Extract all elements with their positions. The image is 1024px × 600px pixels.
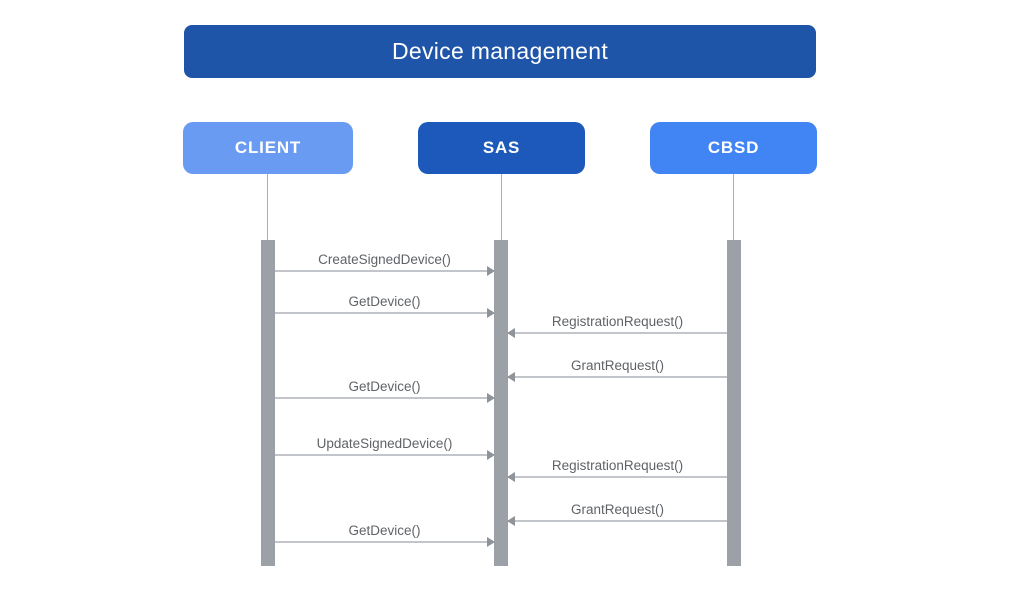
actor-box-cbsd: CBSD <box>650 122 817 174</box>
message-arrow <box>275 450 495 460</box>
activation-bar-cbsd <box>727 240 741 566</box>
arrowhead-right-icon <box>487 450 495 460</box>
actor-label-sas: SAS <box>482 138 521 157</box>
message-label: RegistrationRequest() <box>551 314 684 329</box>
actor-box-sas: SAS <box>418 122 585 174</box>
lifeline-client <box>267 174 268 240</box>
actor-box-client: CLIENT <box>183 122 353 174</box>
message-label: GetDevice() <box>348 294 421 309</box>
message-label: CreateSignedDevice() <box>318 252 451 267</box>
message-label: GetDevice() <box>348 523 421 538</box>
message-arrow <box>507 328 727 338</box>
message-grant-request-2: GrantRequest() <box>507 502 727 526</box>
message-registration-request-2: RegistrationRequest() <box>507 458 727 482</box>
message-arrow <box>507 472 727 482</box>
activation-bar-client <box>261 240 275 566</box>
actor-label-cbsd: CBSD <box>707 138 760 157</box>
message-label: UpdateSignedDevice() <box>316 436 453 451</box>
actor-label-client: CLIENT <box>234 138 302 157</box>
message-arrow <box>507 516 727 526</box>
message-arrow <box>275 537 495 547</box>
arrowhead-right-icon <box>487 266 495 276</box>
diagram-title: Device management <box>391 38 609 64</box>
activation-bar-sas <box>494 240 508 566</box>
arrowhead-left-icon <box>507 328 515 338</box>
message-get-device-2: GetDevice() <box>275 379 495 403</box>
arrowhead-right-icon <box>487 393 495 403</box>
message-update-signed-device: UpdateSignedDevice() <box>275 436 495 460</box>
message-grant-request-1: GrantRequest() <box>507 358 727 382</box>
message-label: GrantRequest() <box>570 502 665 517</box>
lifeline-cbsd <box>733 174 734 240</box>
arrowhead-left-icon <box>507 372 515 382</box>
lifeline-sas <box>501 174 502 240</box>
message-label: GrantRequest() <box>570 358 665 373</box>
message-registration-request-1: RegistrationRequest() <box>507 314 727 338</box>
message-get-device-3: GetDevice() <box>275 523 495 547</box>
message-arrow <box>275 393 495 403</box>
message-label: RegistrationRequest() <box>551 458 684 473</box>
arrowhead-left-icon <box>507 516 515 526</box>
arrowhead-right-icon <box>487 308 495 318</box>
message-get-device-1: GetDevice() <box>275 294 495 318</box>
arrowhead-left-icon <box>507 472 515 482</box>
message-arrow <box>275 266 495 276</box>
message-arrow <box>275 308 495 318</box>
message-arrow <box>507 372 727 382</box>
message-create-signed-device: CreateSignedDevice() <box>275 252 495 276</box>
arrowhead-right-icon <box>487 537 495 547</box>
message-label: GetDevice() <box>348 379 421 394</box>
diagram-title-banner: Device management <box>184 25 816 78</box>
